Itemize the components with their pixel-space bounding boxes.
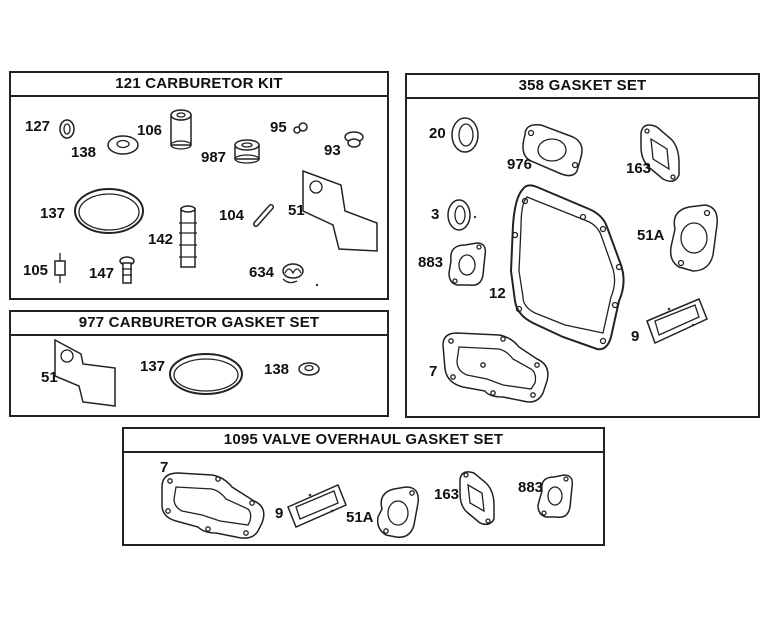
callout-9: 9	[275, 505, 284, 522]
callout-106: 106	[137, 122, 163, 139]
callout-51: 51	[288, 202, 305, 219]
part-883-gasket-drawing	[538, 475, 572, 517]
callout-127: 127	[25, 118, 51, 135]
callout-883: 883	[518, 479, 544, 496]
callout-163: 163	[434, 486, 460, 503]
part-163-gasket-drawing	[460, 472, 494, 524]
callout-9: 9	[631, 328, 640, 345]
callout-95: 95	[270, 119, 287, 136]
part-137-o-ring-drawing	[75, 189, 143, 233]
panel-title-gasket-set: 358 GASKET SET	[407, 75, 758, 99]
callout-137: 137	[40, 205, 66, 222]
part-142-tube-drawing	[179, 206, 197, 267]
valve-overhaul-gasket-set-parts-drawing	[124, 429, 607, 548]
callout-147: 147	[89, 265, 115, 282]
carburetor-gasket-set-parts-drawing	[11, 312, 391, 419]
part-3-seal-drawing	[448, 200, 477, 230]
carburetor-kit-parts-drawing	[11, 73, 391, 287]
part-138-washer-drawing	[108, 136, 138, 154]
callout-976: 976	[507, 156, 533, 173]
callout-7: 7	[429, 363, 438, 380]
callout-3: 3	[431, 206, 440, 223]
part-137-o-ring-drawing	[170, 354, 242, 394]
callout-138: 138	[264, 361, 290, 378]
callout-51: 51	[41, 369, 58, 386]
part-147-screw-drawing	[120, 257, 134, 283]
panel-carburetor-gasket-set: 977 CARBURETOR GASKET SET 51 137 138	[9, 310, 389, 417]
panel-carburetor-kit: 121 CARBURETOR KIT	[9, 71, 389, 300]
part-987-spacer-drawing	[235, 140, 259, 163]
callout-138: 138	[71, 144, 97, 161]
callout-51a: 51A	[346, 509, 374, 526]
callout-105: 105	[23, 262, 49, 279]
part-104-pin-drawing	[256, 207, 271, 224]
part-51-gasket-drawing	[55, 340, 115, 406]
callout-142: 142	[148, 231, 174, 248]
part-7-head-gasket-drawing	[443, 333, 548, 402]
panel-gasket-set: 358 GASKET SET	[405, 73, 760, 418]
part-51a-gasket-drawing	[671, 205, 718, 271]
callout-7: 7	[160, 459, 169, 476]
callout-20: 20	[429, 125, 446, 142]
callout-163: 163	[626, 160, 652, 177]
panel-title-valve-overhaul-gasket-set: 1095 VALVE OVERHAUL GASKET SET	[124, 429, 603, 453]
panel-title-carburetor-kit: 121 CARBURETOR KIT	[11, 73, 387, 97]
callout-137: 137	[140, 358, 166, 375]
callout-12: 12	[489, 285, 506, 302]
callout-634: 634	[249, 264, 275, 281]
part-7-head-gasket-drawing	[162, 473, 264, 538]
callout-51a: 51A	[637, 227, 665, 244]
part-138-washer-drawing	[299, 363, 319, 375]
part-12-crankcase-gasket-drawing	[511, 185, 624, 349]
part-976-gasket-drawing	[523, 125, 582, 176]
part-106-bushing-drawing	[171, 110, 191, 149]
part-105-valve-drawing	[55, 253, 65, 283]
part-163-gasket-drawing	[641, 125, 679, 181]
part-127-seal-drawing	[60, 120, 74, 138]
panel-title-carburetor-gasket-set: 977 CARBURETOR GASKET SET	[11, 312, 387, 336]
panel-valve-overhaul-gasket-set: 1095 VALVE OVERHAUL GASKET SET	[122, 427, 605, 546]
part-51a-gasket-drawing	[378, 487, 419, 537]
gasket-set-parts-drawing	[407, 75, 762, 420]
part-9-gasket-drawing	[647, 299, 707, 343]
part-883-gasket-drawing	[449, 243, 485, 285]
callout-104: 104	[219, 207, 245, 224]
part-9-gasket-drawing	[288, 485, 346, 527]
part-93-fitting-drawing	[345, 132, 363, 147]
callout-93: 93	[324, 142, 341, 159]
callout-987: 987	[201, 149, 227, 166]
part-95-nut-drawing	[294, 123, 307, 133]
part-51-gasket-drawing	[303, 171, 377, 251]
part-634-spring-drawing	[283, 264, 303, 283]
callout-883: 883	[418, 254, 444, 271]
part-20-seal-drawing	[452, 118, 478, 152]
